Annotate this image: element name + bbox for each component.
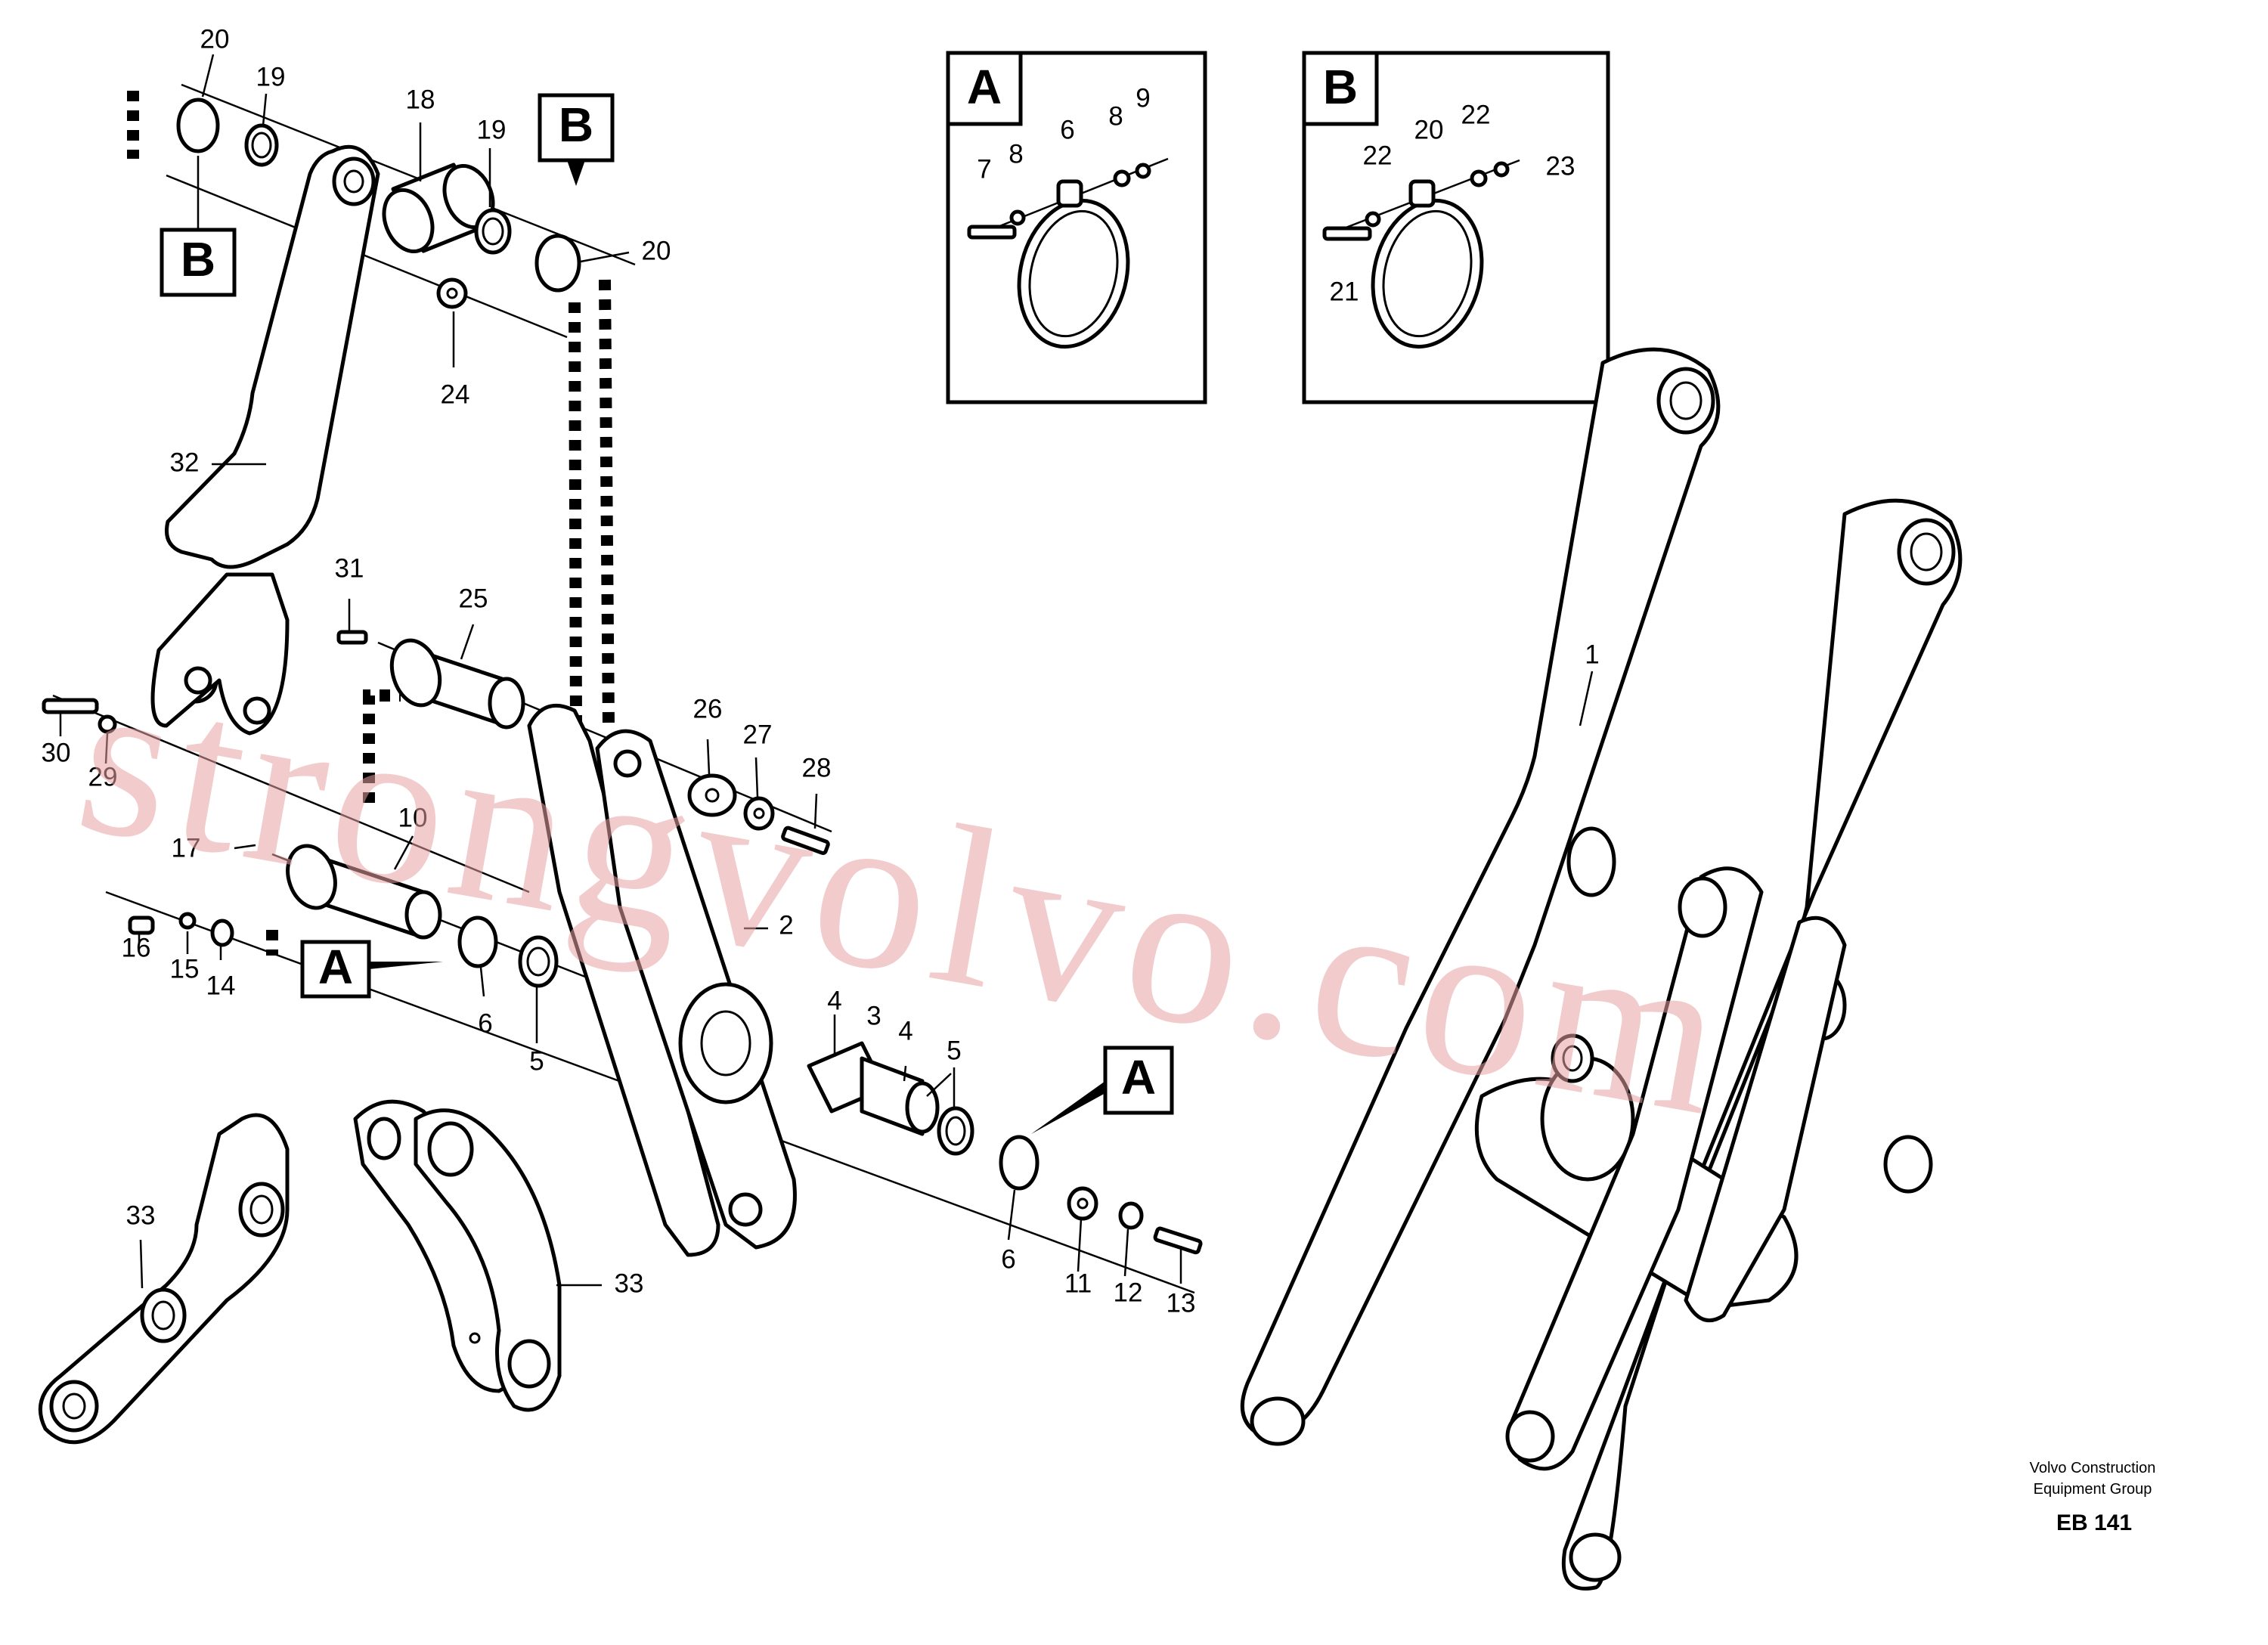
callout-30: 30: [42, 738, 71, 767]
callout-5: 5: [529, 1046, 544, 1076]
callout-1: 1: [1585, 640, 1599, 669]
callout-14: 14: [206, 971, 236, 1000]
callout-26: 26: [693, 694, 723, 723]
detail-a-letter: A: [967, 60, 1002, 114]
callout-33: 33: [126, 1200, 156, 1230]
callout-labels: 20 19 18 19 20 24 32 31 25 30 29 17 10 1…: [42, 24, 1600, 1318]
bushing-group-top: [176, 98, 581, 309]
callout-12: 12: [1114, 1278, 1143, 1307]
svg-text:B: B: [559, 98, 593, 152]
leader-lines: [59, 54, 1594, 1289]
callout-29: 29: [88, 762, 118, 792]
pin-10: [42, 698, 559, 988]
detail-b-letter: B: [1323, 60, 1358, 114]
detail-b-callout-23: 23: [1546, 151, 1576, 181]
dashed-routing: [127, 91, 615, 956]
callout-2: 2: [779, 910, 793, 940]
callout-16: 16: [122, 933, 151, 962]
callout-19: 19: [477, 115, 507, 144]
callout-4: 4: [898, 1016, 912, 1046]
callout-6: 6: [478, 1008, 492, 1038]
detail-a-callout-6: 6: [1060, 115, 1074, 144]
callout-15: 15: [170, 954, 200, 984]
reference-box-b-left: B: [160, 156, 237, 297]
callout-17: 17: [172, 833, 201, 863]
link-rod-32: [150, 144, 380, 736]
footer-line1: Volvo Construction: [2030, 1460, 2156, 1476]
lift-arm-frame-1: [1240, 347, 1963, 1591]
reference-box-a-right: A: [1031, 1046, 1174, 1134]
callout-20: 20: [200, 24, 230, 54]
detail-b-callout-22: 22: [1363, 141, 1393, 170]
hardware-26-28: [687, 773, 830, 855]
callout-6: 6: [1001, 1244, 1015, 1274]
callout-10: 10: [398, 803, 428, 832]
callout-28: 28: [802, 753, 832, 782]
hardware-3-13: [807, 1041, 1203, 1255]
callout-32: 32: [170, 448, 200, 477]
footer-code: EB 141: [2056, 1510, 2132, 1535]
detail-frame-a: A: [946, 51, 1207, 404]
callout-3: 3: [866, 1001, 881, 1030]
pin-25: [336, 630, 525, 730]
svg-text:B: B: [181, 232, 215, 287]
callout-27: 27: [743, 720, 773, 749]
reference-box-b-top: B: [538, 93, 615, 186]
linkage-33-middle: [353, 1099, 562, 1412]
linkage-33-left: [38, 1113, 290, 1445]
callout-20: 20: [642, 236, 671, 265]
callout-33: 33: [615, 1269, 644, 1298]
detail-a-callout-7: 7: [977, 154, 991, 184]
callout-13: 13: [1167, 1288, 1196, 1318]
callout-24: 24: [441, 379, 470, 409]
detail-a-callout-9: 9: [1136, 83, 1150, 113]
detail-b-callout-21: 21: [1330, 277, 1359, 306]
callout-5: 5: [947, 1036, 961, 1065]
detail-b-callout-22: 22: [1461, 100, 1491, 129]
footer-block: Volvo Construction Equipment Group EB 14…: [2030, 1460, 2156, 1535]
reference-box-a-left: A: [300, 940, 443, 999]
footer-line2: Equipment Group: [2034, 1481, 2152, 1498]
link-plates-2: [527, 703, 797, 1257]
detail-b-callout-20: 20: [1414, 115, 1444, 144]
callout-18: 18: [406, 85, 435, 114]
detail-frame-b: B: [1302, 51, 1610, 404]
detail-a-callout-8: 8: [1108, 101, 1123, 131]
svg-text:A: A: [1121, 1050, 1156, 1104]
callout-4: 4: [827, 986, 841, 1015]
callout-31: 31: [335, 553, 364, 583]
callout-11: 11: [1064, 1269, 1092, 1298]
callout-25: 25: [459, 584, 488, 613]
detail-a-callout-8: 8: [1009, 139, 1023, 169]
callout-19: 19: [256, 62, 286, 91]
svg-text:A: A: [318, 940, 353, 994]
